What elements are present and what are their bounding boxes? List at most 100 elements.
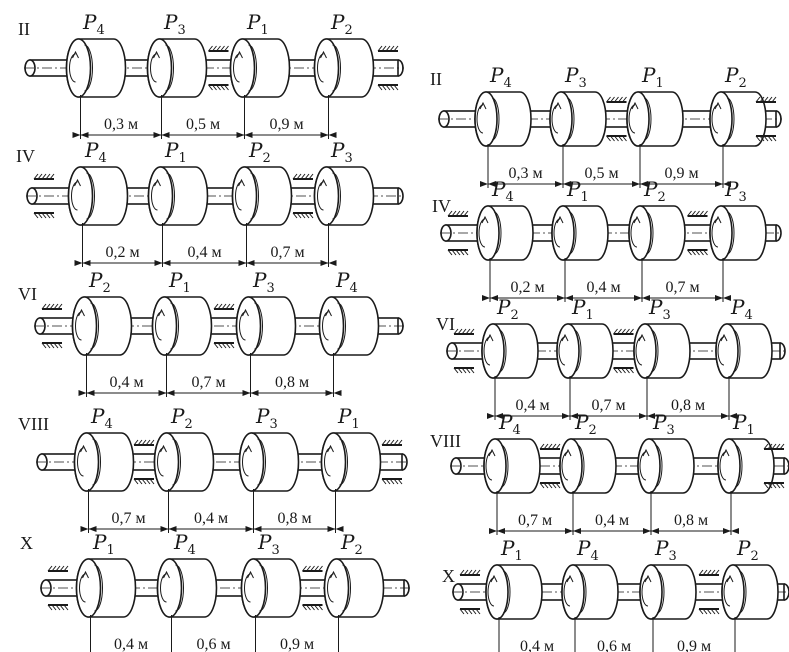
bearing-hatch xyxy=(389,439,395,446)
torque-arrow xyxy=(628,104,636,134)
bearing-hatch xyxy=(310,604,315,611)
bearing-hatch xyxy=(613,367,618,374)
dimension-arrow xyxy=(153,132,162,138)
pulley-rim-line xyxy=(643,97,652,141)
torque-arrow xyxy=(317,181,324,211)
pulley-rim-line xyxy=(339,438,348,486)
dimension-arrow xyxy=(639,413,647,419)
pulley-face xyxy=(628,205,652,261)
load-label: P3 xyxy=(257,530,280,558)
bearing-hatch xyxy=(63,565,69,572)
load-subscript: 3 xyxy=(266,281,274,296)
bearing-hatch xyxy=(49,173,55,180)
torque-arrowhead xyxy=(330,570,337,579)
load-label: P2 xyxy=(88,268,111,296)
dimension-arrow xyxy=(168,526,177,532)
pulley-face xyxy=(156,558,183,618)
load-subscript: 2 xyxy=(184,417,192,432)
torque-arrowhead xyxy=(236,50,243,59)
variant-numeral: IV xyxy=(16,146,35,166)
pulley-rim-line xyxy=(342,564,351,612)
bearing-hatch xyxy=(217,303,223,310)
torque-arrowhead xyxy=(320,50,327,59)
torque-arrow xyxy=(711,104,719,134)
bearing-hatch xyxy=(229,303,235,310)
pulley-rim-line xyxy=(491,97,500,141)
pulley-rim-line xyxy=(259,564,268,612)
torque-arrow xyxy=(639,451,647,481)
bearing-hatch xyxy=(208,45,213,52)
load-subscript: 1 xyxy=(514,549,522,564)
bearing-hatch xyxy=(292,173,298,180)
bearing-hatch xyxy=(622,96,627,103)
load-subscript: 3 xyxy=(666,423,674,438)
shaft-end-right xyxy=(401,453,408,471)
dimension-arrow xyxy=(643,528,651,534)
bearing-hatch xyxy=(551,443,557,450)
torque-arrowhead xyxy=(160,444,167,453)
torque-arrow xyxy=(487,577,495,607)
torque-arrowhead xyxy=(153,50,160,59)
bearing-hatch xyxy=(393,84,399,91)
torque-arrow xyxy=(485,451,493,481)
variant-numeral: X xyxy=(20,533,33,553)
torque-arrowhead xyxy=(72,50,79,59)
dimension-label: 0,5 м xyxy=(186,116,220,133)
dimension-arrow xyxy=(320,132,329,138)
dimension-arrow xyxy=(723,181,731,187)
pulley-rim-line xyxy=(726,211,735,255)
bearing-hatch xyxy=(302,604,307,611)
load-subscript: 2 xyxy=(657,190,665,205)
bearing-hatch xyxy=(224,84,229,91)
torque-arrow xyxy=(723,577,731,607)
bearing-hatch xyxy=(306,565,311,572)
dimension-arrow xyxy=(634,295,642,301)
bearing-hatch xyxy=(714,569,720,576)
pulley-face xyxy=(71,296,98,356)
bearing-hatch xyxy=(33,173,39,180)
pulley-rim-line xyxy=(84,44,93,92)
bearing-hatch xyxy=(710,569,716,576)
dimension-arrow xyxy=(715,295,723,301)
pulley-rim-line xyxy=(493,211,502,255)
bearing-hatch xyxy=(55,565,61,572)
dimension-label: 0,8 м xyxy=(277,510,311,527)
torque-arrow xyxy=(242,447,249,477)
torque-arrowhead xyxy=(720,333,728,342)
bearing-hatch xyxy=(453,328,459,335)
dimension-label: 0,9 м xyxy=(269,116,303,133)
bearing-hatch xyxy=(51,604,57,611)
pulley-face xyxy=(551,205,575,261)
torque-arrowhead xyxy=(631,101,639,110)
load-label: P1 xyxy=(571,295,594,323)
bearing-hatch xyxy=(463,608,469,615)
pulley-face xyxy=(151,296,178,356)
bearing-hatch xyxy=(687,210,692,217)
load-subscript: 2 xyxy=(750,549,758,564)
load-label: P1 xyxy=(500,536,523,564)
dimension-arrow xyxy=(490,295,498,301)
dimension-arrow xyxy=(244,132,253,138)
bearing-hatch xyxy=(149,439,155,446)
load-subscript: 4 xyxy=(505,190,513,205)
load-subscript: 2 xyxy=(510,308,518,323)
dimension-arrow xyxy=(78,390,87,396)
load-subscript: 2 xyxy=(262,151,270,166)
dimension-arrow xyxy=(495,413,503,419)
torque-arrowhead xyxy=(163,570,170,579)
bearing-hatch xyxy=(304,173,310,180)
pulley-rim-line xyxy=(90,302,99,350)
pulley-face xyxy=(73,432,100,492)
bearing-hatch xyxy=(451,249,457,256)
bearing-hatch xyxy=(767,135,773,142)
bearing-hatch xyxy=(459,569,465,576)
pulley-face xyxy=(483,438,507,494)
bearing-hatch xyxy=(377,45,383,52)
bearing-hatch xyxy=(702,608,708,615)
pulley-face xyxy=(561,564,585,620)
pulley-rim-line xyxy=(170,302,179,350)
torque-arrow xyxy=(327,573,334,603)
bearing-hatch xyxy=(296,212,302,219)
dimension-arrow xyxy=(497,528,505,534)
